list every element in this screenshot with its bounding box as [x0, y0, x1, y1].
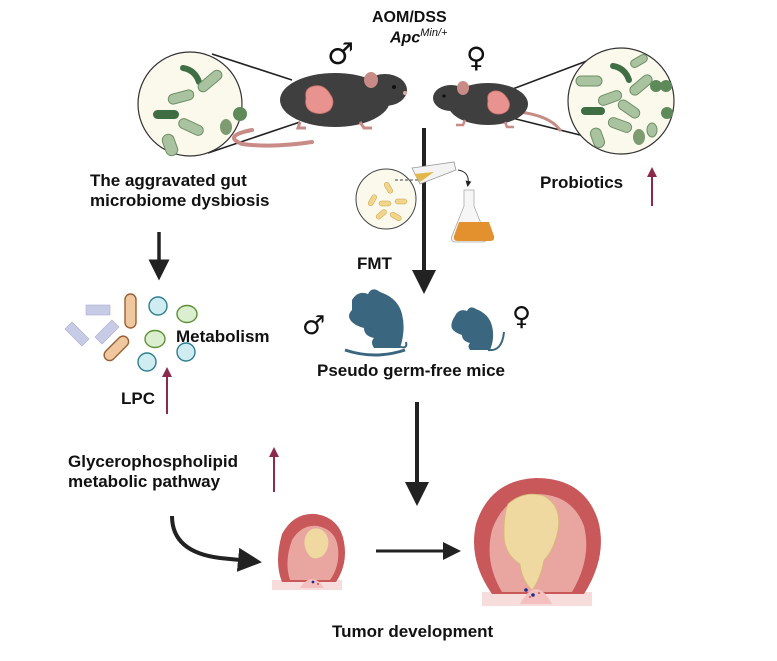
glycerophospholipid-label: Glycerophospholipid metabolic pathway [68, 452, 238, 491]
dysbiosis-label: The aggravated gut microbiome dysbiosis [90, 171, 270, 210]
probiotics-label: Probiotics [540, 173, 624, 192]
glycerophospholipid-line-2: metabolic pathway [68, 471, 221, 491]
female-germfree-mouse-icon [451, 307, 505, 352]
male-symbol-top: ♂ [327, 37, 354, 72]
lpc-label: LPC [121, 389, 155, 408]
fmt-label: FMT [357, 254, 392, 273]
model-aom-dss-label: AOM/DSS [372, 9, 447, 26]
male-symbol-germfree: ♂ [302, 311, 326, 341]
left-microbiome-lens [137, 51, 301, 157]
small-tumor-illustration [272, 513, 345, 590]
male-mouse-illustration [232, 72, 407, 148]
pathway-curved-arrow [170, 515, 262, 572]
female-symbol-top: ♀ [466, 41, 487, 74]
metabolites-cluster [64, 293, 198, 372]
pseudo-germfree-label: Pseudo germ-free mice [317, 361, 506, 380]
female-mouse-illustration [433, 81, 562, 132]
apc-gene-name: Apc [390, 29, 421, 47]
right-microbiome-lens [509, 47, 675, 155]
large-tumor-illustration [474, 478, 601, 606]
male-germfree-mouse-icon [344, 289, 408, 357]
model-apc-label: ApcMin/+ [390, 27, 447, 48]
glycerophospholipid-line-1: Glycerophospholipid [68, 452, 239, 471]
metabolism-label: Metabolism [176, 327, 270, 346]
dysbiosis-line-1: The aggravated gut [90, 171, 247, 190]
female-symbol-germfree: ♀ [512, 302, 532, 332]
fmt-apparatus [355, 161, 495, 243]
tumor-development-label: Tumor development [332, 622, 494, 641]
dysbiosis-line-2: microbiome dysbiosis [90, 190, 270, 210]
apc-genotype-superscript: Min/+ [420, 27, 448, 39]
